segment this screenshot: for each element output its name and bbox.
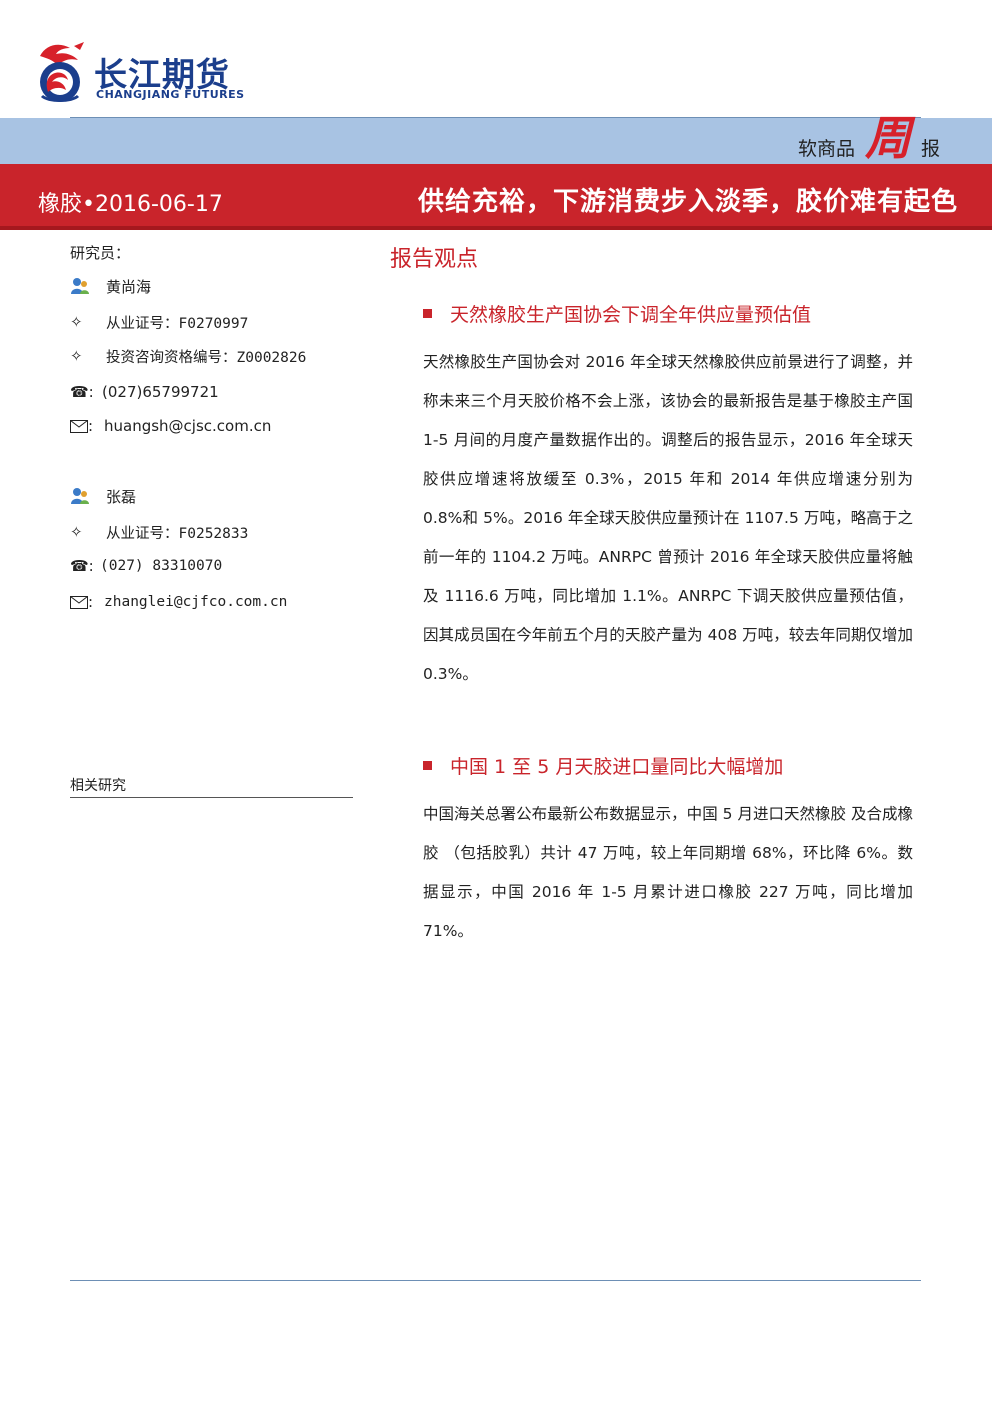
company-logo: 长江期货 CHANGJIANG FUTURES	[34, 40, 274, 110]
license-number: 从业证号：F0270997	[106, 315, 249, 332]
topic-and-date: 橡胶•2016-06-17	[38, 192, 223, 217]
diamond-bullet-icon: ✧	[70, 313, 83, 331]
person-icon	[70, 487, 96, 505]
license-number: 从业证号：F0252833	[106, 525, 249, 542]
phone-icon: ☎:	[70, 383, 94, 401]
section-title: 天然橡胶生产国协会下调全年供应量预估值	[423, 300, 811, 327]
square-bullet-icon	[423, 309, 432, 318]
phone-number: (027)65799721	[102, 383, 219, 401]
related-research-heading: 相关研究	[70, 775, 353, 798]
logo-chinese-name: 长江期货	[94, 55, 230, 94]
report-type-suffix: 报	[920, 138, 940, 160]
email-link[interactable]: zhanglei@cjfco.com.cn	[104, 594, 288, 610]
report-type-prefix: 软商品	[797, 138, 855, 160]
section-title: 中国 1 至 5 月天胶进口量同比大幅增加	[423, 752, 783, 779]
section-title-text: 天然橡胶生产国协会下调全年供应量预估值	[450, 304, 812, 326]
license-row: ✧ 从业证号：F0252833	[70, 520, 248, 544]
report-type-weekly-mark: 周	[864, 111, 911, 165]
section-body: 中国海关总署公布最新公布数据显示，中国 5 月进口天然橡胶 及合成橡胶 （包括胶…	[423, 805, 913, 940]
report-type: 软商品 周 报	[798, 112, 940, 164]
bottom-divider	[70, 1280, 921, 1281]
consult-row: ✧ 投资咨询资格编号：Z0002826	[70, 344, 306, 368]
email-row: : huangsh@cjsc.com.cn	[70, 414, 271, 438]
phone-row: ☎: (027)65799721	[70, 380, 219, 404]
researcher-label: 研究员：	[70, 244, 131, 262]
email-row: : zhanglei@cjfco.com.cn	[70, 590, 287, 614]
logo-english-name: CHANGJIANG FUTURES	[96, 88, 245, 101]
phone-row: ☎: (027) 83310070	[70, 554, 222, 578]
square-bullet-icon	[423, 761, 432, 770]
mail-icon: :	[70, 417, 96, 435]
section-title-text: 中国 1 至 5 月天胶进口量同比大幅增加	[450, 756, 784, 778]
top-divider	[70, 117, 921, 118]
researcher-name: 张磊	[106, 487, 137, 506]
diamond-bullet-icon: ✧	[70, 523, 83, 541]
researcher-name-row: 黄尚海	[70, 274, 151, 298]
consult-number: 投资咨询资格编号：Z0002826	[106, 349, 307, 366]
diamond-bullet-icon: ✧	[70, 347, 83, 365]
email-link[interactable]: huangsh@cjsc.com.cn	[104, 417, 272, 435]
phone-number: (027) 83310070	[100, 558, 223, 574]
section-body: 天然橡胶生产国协会对 2016 年全球天然橡胶供应前景进行了调整，并称未来三个月…	[423, 353, 913, 683]
report-headline: 供给充裕，下游消费步入淡季，胶价难有起色	[417, 187, 958, 217]
person-icon	[70, 277, 96, 295]
mail-icon: :	[70, 593, 96, 611]
phone-icon: ☎:	[70, 557, 94, 575]
report-view-title: 报告观点	[390, 247, 479, 272]
header-blue-band	[0, 118, 992, 164]
researcher-name: 黄尚海	[106, 277, 152, 296]
dragon-logo-icon	[40, 42, 84, 102]
researcher-name-row: 张磊	[70, 484, 136, 508]
header-red-band	[0, 164, 992, 230]
license-row: ✧ 从业证号：F0270997	[70, 310, 248, 334]
